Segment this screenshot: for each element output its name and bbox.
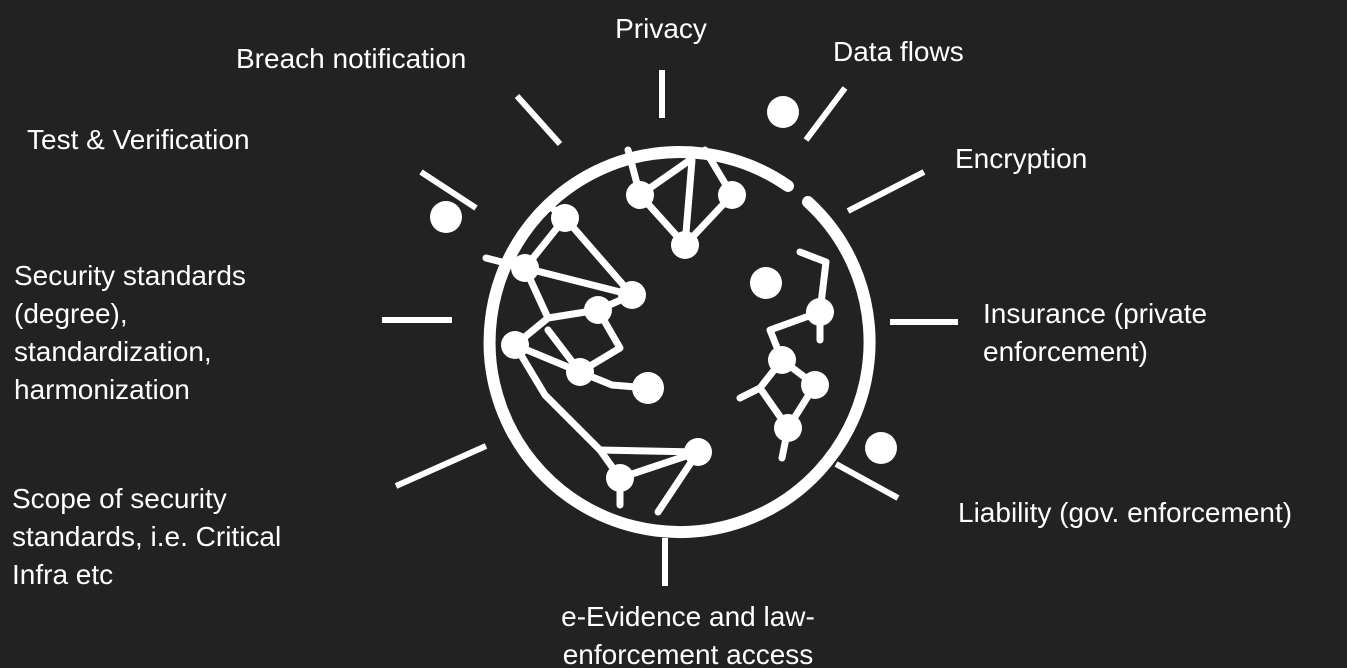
label-scope: Scope of security standards, i.e. Critic…	[12, 483, 282, 590]
label-encryption: Encryption	[955, 143, 1088, 174]
globe-network-icon	[482, 146, 876, 539]
spoke-breach-notification	[514, 93, 563, 147]
spoke-data-flows	[803, 86, 848, 142]
dot-top-right	[767, 96, 799, 128]
spoke-test-verification	[419, 169, 478, 211]
dot-left	[430, 201, 462, 233]
label-data-flows: Data flows	[833, 36, 964, 67]
label-security-standards: Security standards (degree), standardiza…	[14, 260, 246, 405]
label-breach-notification: Breach notification	[236, 43, 467, 74]
dot-bottom-right	[865, 432, 897, 464]
label-liability: Liability (gov. enforcement)	[958, 497, 1293, 528]
label-test-verification: Test & Verification	[27, 124, 250, 155]
spoke-encryption	[846, 169, 926, 214]
spoke-liability	[834, 461, 900, 501]
label-e-evidence: e-Evidence and law- enforcement access	[561, 601, 815, 668]
label-privacy: Privacy	[615, 13, 707, 44]
label-insurance: Insurance (private enforcement)	[983, 298, 1208, 367]
spoke-scope	[394, 443, 488, 489]
